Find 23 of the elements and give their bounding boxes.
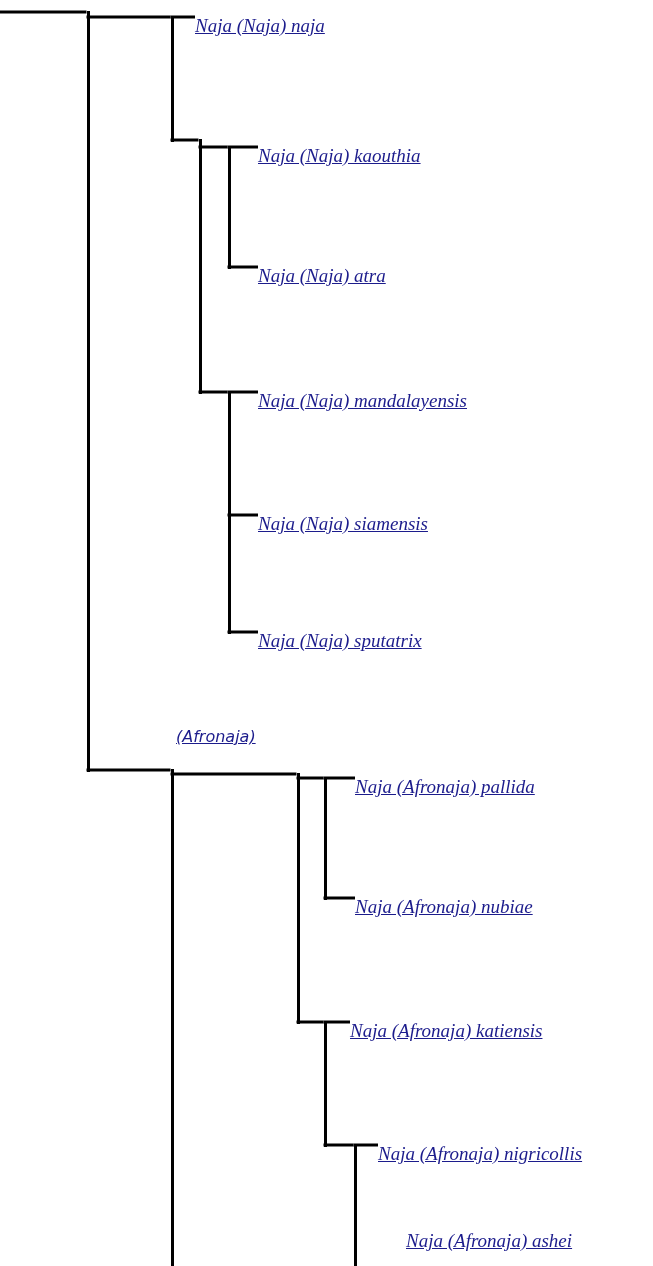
taxon-link: Naja (Afronaja) nubiae	[355, 896, 533, 918]
clade-branch-line	[227, 145, 231, 269]
clade-branch-line	[170, 768, 174, 1266]
clade-branch-line	[296, 772, 300, 1024]
taxon-link: Naja (Naja) kaouthia	[258, 145, 421, 167]
taxon-link: Naja (Afronaja) katiensis	[350, 1020, 543, 1042]
taxon-link: Naja (Naja) naja	[195, 15, 325, 37]
taxon-link: Naja (Naja) atra	[258, 265, 386, 287]
taxon-link: Naja (Afronaja) pallida	[355, 776, 535, 798]
clade-branch-line	[227, 390, 231, 634]
taxon-link: Naja (Naja) siamensis	[258, 513, 428, 535]
taxon-link: Naja (Naja) sputatrix	[258, 630, 422, 652]
clade-branch-line	[198, 138, 202, 394]
branch-line	[0, 10, 87, 14]
taxon-link: Naja (Afronaja) nigricollis	[378, 1143, 583, 1165]
clade-name-link: (Afronaja)	[176, 727, 256, 747]
taxon-link: Naja (Afronaja) ashei	[406, 1230, 573, 1252]
clade-branch-line	[170, 15, 174, 142]
clade-branch-line	[323, 776, 327, 900]
clade-branch-line	[353, 1143, 357, 1266]
clade-branch-line	[86, 10, 90, 772]
clade-branch-line	[323, 1020, 327, 1147]
taxon-link: Naja (Naja) mandalayensis	[258, 390, 467, 412]
